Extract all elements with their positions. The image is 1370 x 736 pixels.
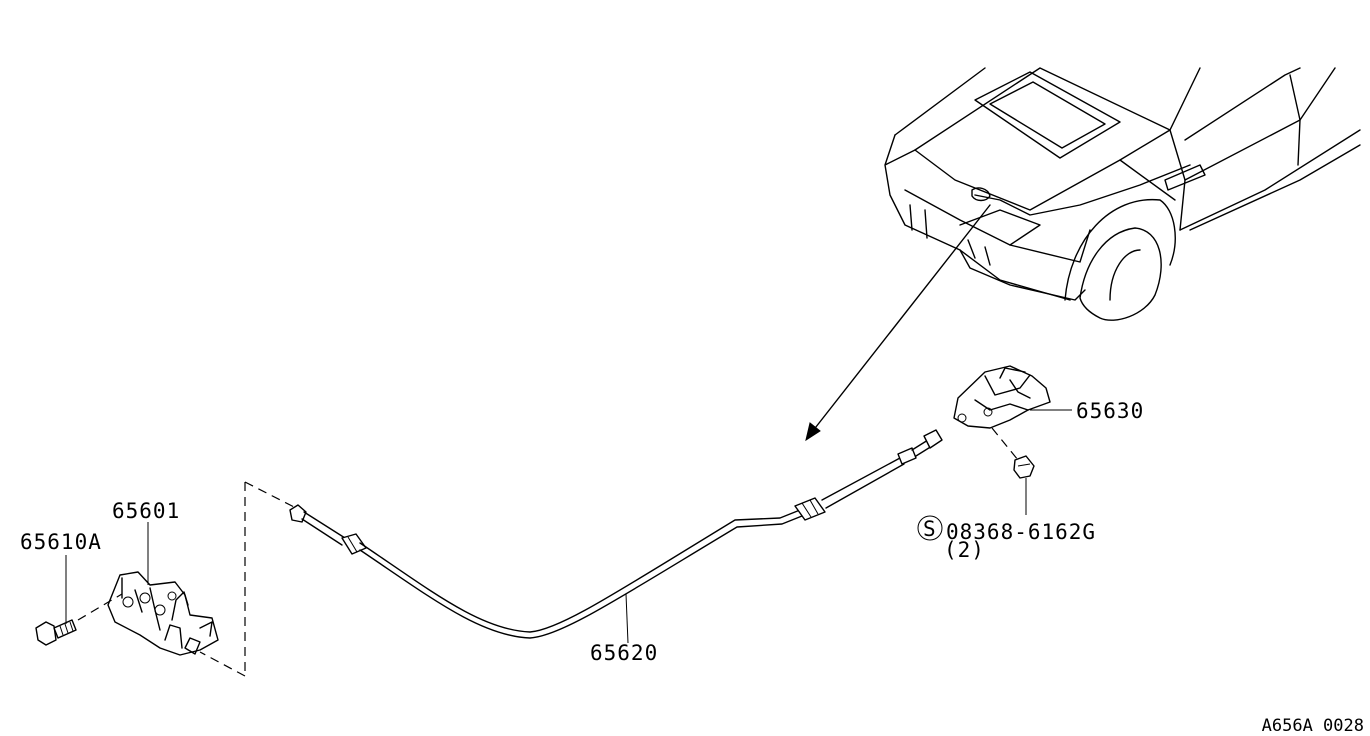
screw-symbol: S [923, 517, 937, 541]
label-screw-quantity: (2) [944, 538, 985, 562]
screw-callout: S 08368-6162G (2) [917, 515, 1096, 562]
leader-lines [65, 409, 1072, 644]
release-cable-part [289, 429, 943, 639]
release-handle-part [953, 365, 1051, 479]
label-release-cable: 65620 [590, 641, 658, 665]
vehicle-front-illustration [884, 67, 1361, 321]
diagram-reference-code: A656A 0028 [1262, 716, 1364, 736]
label-screw: 08368-6162G [946, 520, 1096, 544]
lock-cable-connection [199, 481, 297, 677]
label-bolt: 65610A [20, 530, 102, 554]
label-hood-lock: 65601 [112, 499, 180, 523]
bolt-part [35, 593, 123, 646]
hood-lock-part [107, 571, 219, 656]
label-release-handle: 65630 [1076, 399, 1144, 423]
detail-pointer-arrow [805, 204, 991, 442]
screw-symbol-circle [917, 515, 943, 541]
